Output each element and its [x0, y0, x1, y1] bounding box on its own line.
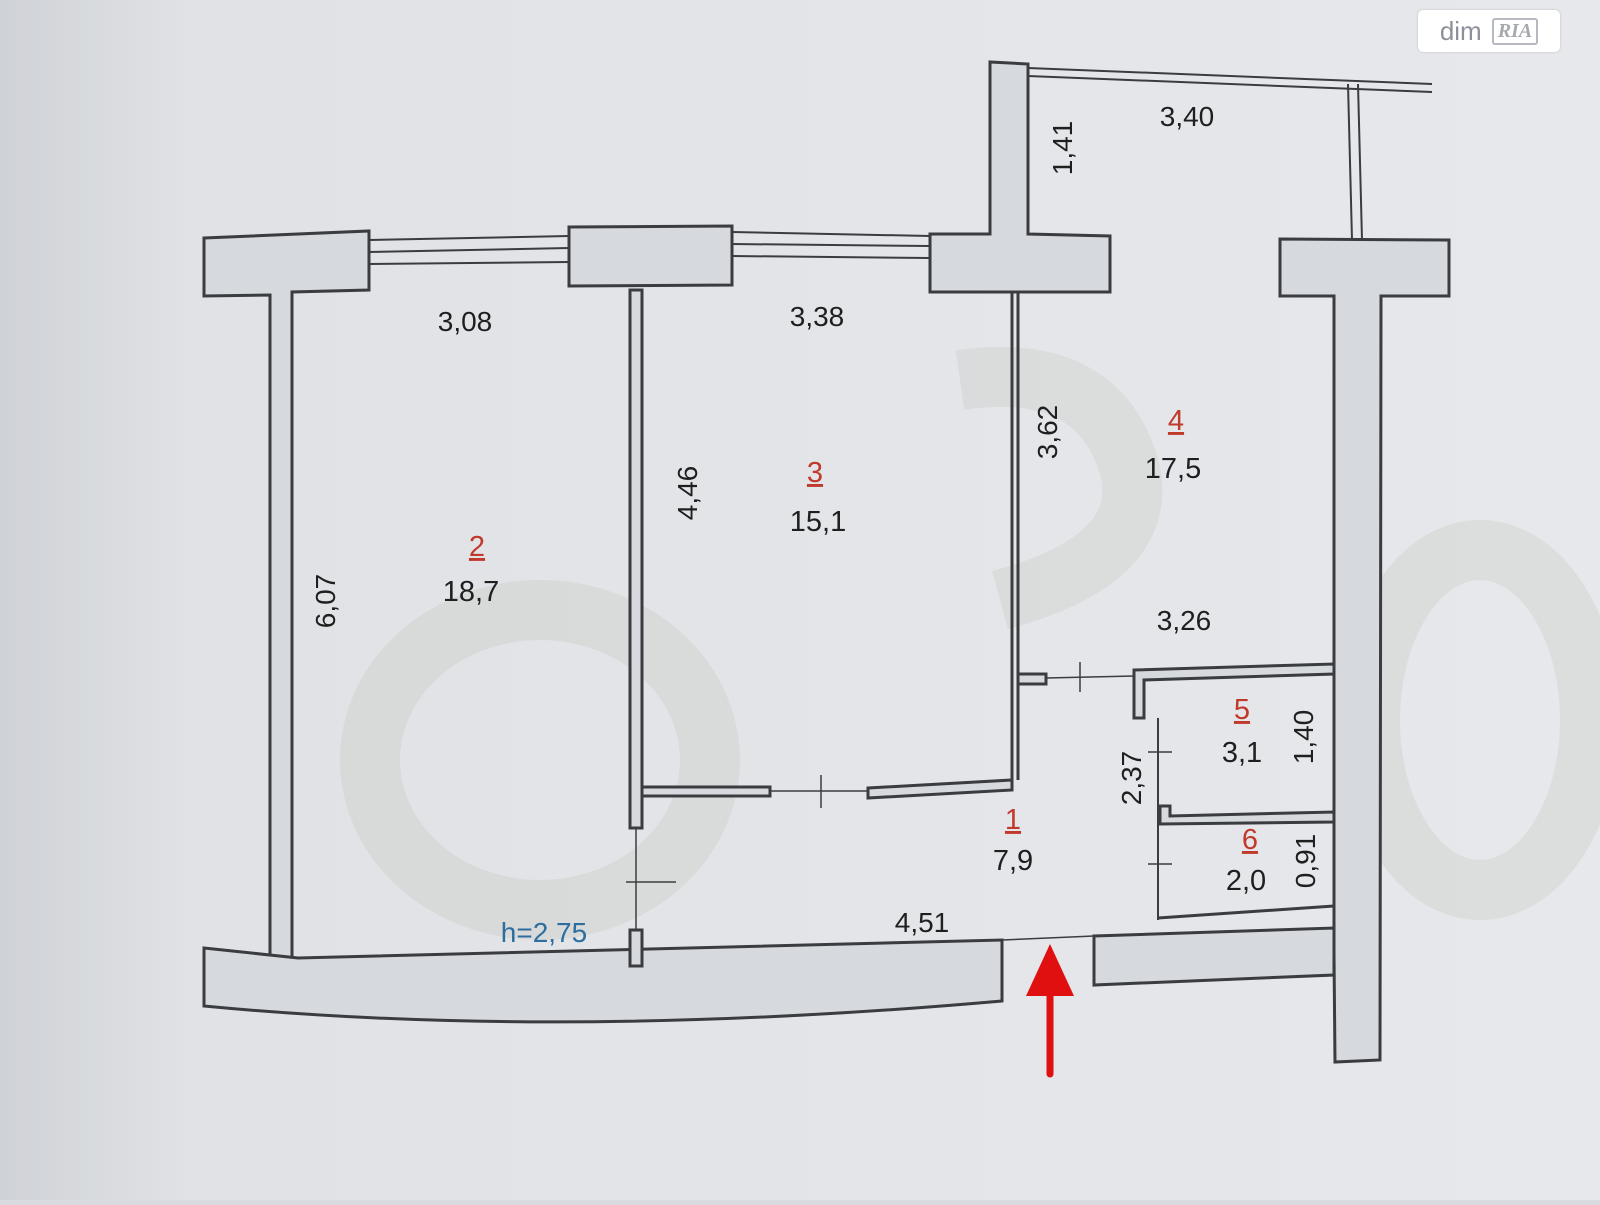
dim-room2-width: 3,08 — [438, 306, 493, 337]
room-5-number: 5 — [1234, 694, 1250, 726]
dim-balcony-width: 3,40 — [1160, 101, 1215, 132]
entrance-arrow-icon — [1026, 944, 1074, 1078]
dim-room4-width: 3,26 — [1157, 605, 1212, 636]
wall-pier-balcony — [928, 60, 1112, 294]
dim-balcony-depth: 1,41 — [1047, 121, 1078, 176]
dimension-labels: 3,40 3,08 3,38 3,26 4,51 — [438, 101, 1215, 938]
wall-bottom-left — [202, 938, 1004, 1024]
ceiling-height-label: h=2,75 — [501, 917, 587, 948]
entrance-threshold — [1001, 935, 1095, 941]
room-areas: 7,9 18,7 15,1 17,5 3,1 2,0 — [443, 453, 1266, 897]
dim-room5-length: 1,40 — [1288, 710, 1319, 765]
dim-corridor-length: 4,51 — [895, 907, 950, 938]
room-4-area: 17,5 — [1145, 453, 1201, 485]
room-6-number: 6 — [1242, 824, 1258, 856]
room-3-number: 3 — [807, 457, 823, 489]
room-2-area: 18,7 — [443, 576, 499, 608]
windows — [368, 67, 1433, 265]
room-1-number: 1 — [1005, 804, 1021, 836]
dim-room6-length: 0,91 — [1290, 834, 1321, 889]
dim-room3-width: 3,38 — [790, 301, 845, 332]
dim-hall-length: 2,37 — [1116, 751, 1147, 806]
room-5-area: 3,1 — [1222, 737, 1262, 769]
room-2-number: 2 — [469, 531, 485, 563]
dim-ria-watermark-badge: dim RIA — [1418, 10, 1560, 52]
room-numbers: 1 2 3 4 5 6 — [469, 405, 1258, 856]
walls — [202, 60, 1451, 1064]
wall-bottom-right — [1092, 926, 1336, 987]
room6-outline — [1157, 904, 1335, 920]
partitions — [626, 288, 1336, 968]
room-6-area: 2,0 — [1226, 865, 1266, 897]
partition-2-1-stub — [628, 928, 644, 968]
wall-right — [1278, 237, 1451, 1064]
wall-pier-middle — [567, 224, 734, 288]
partition-2-3 — [628, 288, 644, 830]
room-4-number: 4 — [1168, 405, 1184, 437]
watermark-text: dim — [1439, 15, 1482, 46]
dim-room2-length: 6,07 — [310, 574, 341, 629]
ria-logo-icon: RIA — [1491, 17, 1539, 45]
room-1-area: 7,9 — [993, 845, 1033, 877]
dim-room3-length: 4,46 — [672, 466, 703, 521]
room-3-area: 15,1 — [790, 506, 846, 538]
dim-room4-length: 3,62 — [1032, 405, 1063, 460]
vertical-dimension-labels: 1,41 6,07 4,46 3,62 1,40 0,91 2,37 — [310, 121, 1321, 889]
